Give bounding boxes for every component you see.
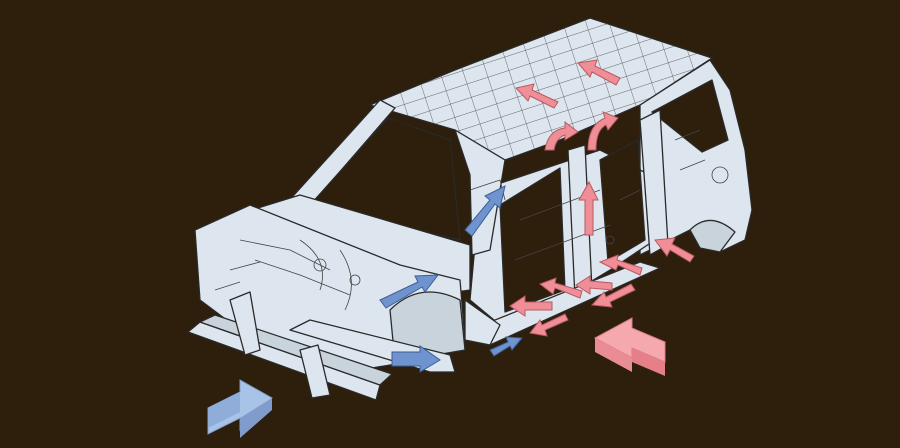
- red-arrow: [577, 59, 621, 86]
- red-arrow: [509, 295, 553, 317]
- red-arrow: [590, 283, 636, 308]
- red-arrow: [587, 111, 619, 151]
- rear-quarter-window: [651, 79, 729, 153]
- blue-arrow: [489, 336, 524, 357]
- red-arrow: [598, 254, 643, 276]
- red-arrow: [544, 120, 579, 151]
- a-pillar-right: [454, 129, 506, 256]
- blue-arrow: [379, 274, 440, 309]
- red-arrow: [575, 275, 613, 295]
- blue-arrow: [391, 345, 441, 373]
- red-arrow: [654, 237, 695, 263]
- red-arrow: [578, 180, 599, 236]
- red-arrow: [515, 83, 559, 109]
- red-arrow: [538, 277, 583, 299]
- side-collision-arrow: [593, 317, 666, 376]
- front-collision-arrow: [207, 379, 273, 438]
- front-impact-arrows: [379, 185, 524, 373]
- blue-arrow: [464, 185, 506, 237]
- red-arrow: [529, 313, 569, 337]
- side-impact-arrows: [509, 59, 695, 337]
- car-body-frame: [187, 17, 753, 401]
